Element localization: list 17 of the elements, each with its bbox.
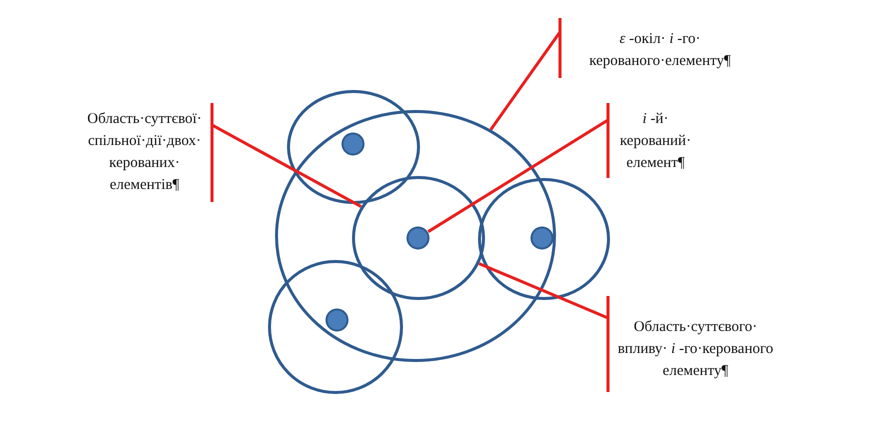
callout-text: Область·суттєвої· спільної·дії·двох· керованих· елементів¶ xyxy=(77,108,212,196)
element-dot xyxy=(341,132,365,156)
leader-line xyxy=(489,16,562,132)
leader-line xyxy=(478,262,610,394)
element-dot xyxy=(325,308,349,332)
leader-line xyxy=(210,102,363,208)
circle-outline xyxy=(275,110,556,362)
circle-outline xyxy=(268,260,403,394)
circle-outline xyxy=(352,176,485,300)
callout-text: ε -окіл· i -го· керованого·елементу¶ xyxy=(560,28,760,72)
element-dot xyxy=(530,226,554,250)
callout-text: Область·суттєвого· впливу· i -го·керованого елементу¶ xyxy=(608,316,783,382)
circle-outline xyxy=(478,178,610,300)
callout-text: i -й· керований· елемент¶ xyxy=(608,108,703,174)
leader-line xyxy=(426,102,610,234)
circle-outline xyxy=(287,90,420,204)
element-dot xyxy=(406,226,430,250)
